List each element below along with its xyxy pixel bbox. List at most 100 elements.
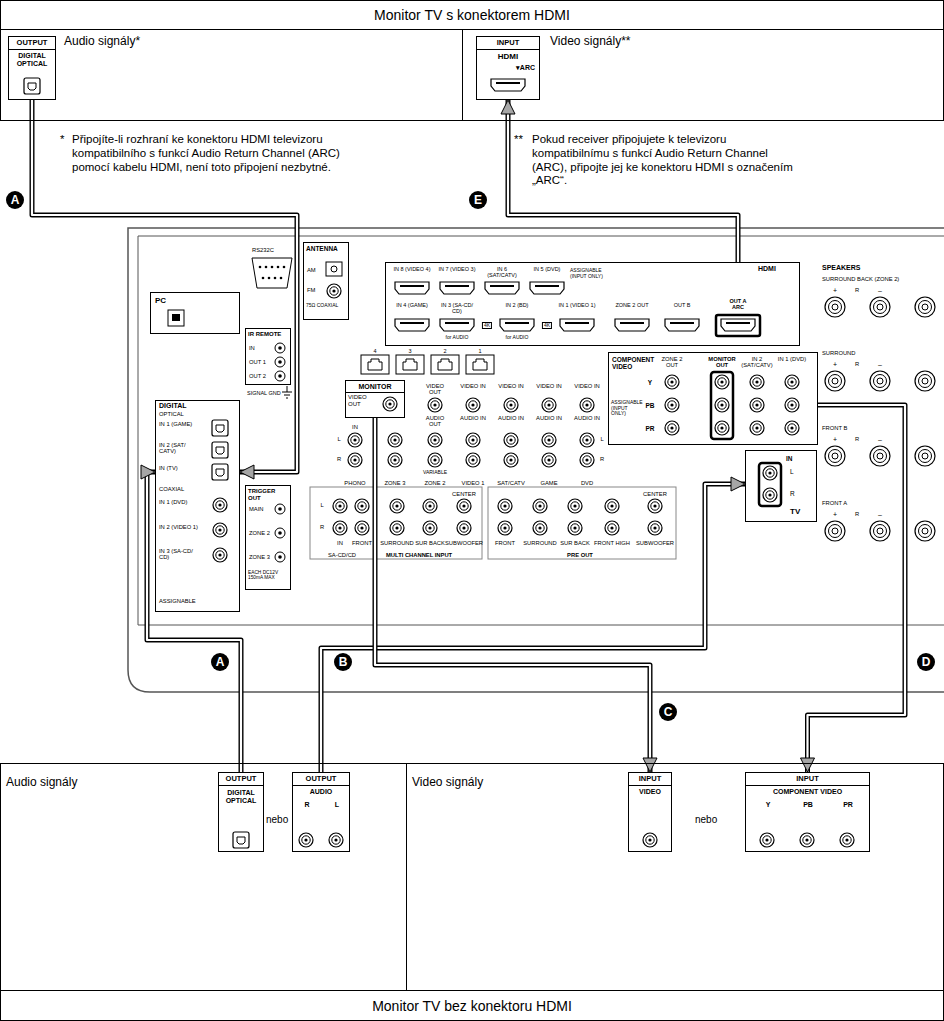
jack-label: R <box>320 524 324 530</box>
jack-label: ZONE 3 <box>249 554 270 560</box>
jack-drawing <box>759 463 781 506</box>
jack-label: VARIABLE <box>423 470 447 476</box>
jack-drawing <box>485 282 519 294</box>
jack-drawing <box>648 499 662 513</box>
terminal-group: ANTENNA <box>303 242 349 320</box>
jack-drawing <box>128 228 944 692</box>
audio-cell: Audio signály* OUTPUTDIGITAL OPTICAL <box>0 29 463 120</box>
jack-label: 1 <box>478 348 481 354</box>
jack-label: IN 4 (GAME) <box>392 302 432 308</box>
jack-label: ZONE 3 <box>385 480 406 486</box>
jack-drawing <box>326 262 342 276</box>
jack-drawing <box>280 277 283 280</box>
jack-label: IN <box>337 540 343 546</box>
connector-panel-text: INPUT <box>477 37 539 50</box>
jack-label: 2 <box>443 348 446 354</box>
jack-label: IN 1 (DVD) <box>777 356 807 362</box>
jack-drawing <box>252 258 292 288</box>
jack-label: AUDIO IN <box>572 415 602 421</box>
jack-label: + <box>833 511 837 519</box>
jack-label: R <box>600 456 604 462</box>
jack-drawing <box>665 375 679 389</box>
connector-panel-text: INPUT <box>629 773 671 786</box>
jack-drawing <box>605 521 619 535</box>
video-cell-text: Video signály** <box>550 35 631 49</box>
jack-label: OPTICAL <box>159 411 184 417</box>
footnote-mark: * <box>60 133 64 146</box>
jack-drawing <box>390 521 404 535</box>
jack-drawing <box>763 466 777 480</box>
jack-drawing <box>213 548 227 562</box>
jack-drawing <box>466 398 480 412</box>
jack-label: ZONE 2 <box>425 480 446 486</box>
jack-drawing <box>711 372 733 439</box>
jack-label: IN 5 (DVD) <box>527 266 567 272</box>
jack-drawing <box>212 420 228 436</box>
jack-label: ASSIGNABLE (INPUT ONLY) <box>611 400 643 417</box>
jack-drawing <box>870 371 890 391</box>
jack-label: SURROUND <box>523 540 557 546</box>
jack-label: IN (TV) <box>159 465 178 471</box>
jack-drawing <box>825 446 845 466</box>
jack-label: IN <box>352 424 358 430</box>
jack-drawing <box>498 521 512 535</box>
jack-drawing <box>275 528 285 538</box>
jack-label: PRE OUT <box>567 552 593 558</box>
connector-panel-text: PB <box>798 801 818 809</box>
jack-label: OUT B <box>674 302 691 308</box>
jack-label: IN 2 (VIDEO 1) <box>159 524 201 530</box>
jack-drawing <box>355 521 369 535</box>
arrow-head <box>731 477 745 491</box>
jack-drawing <box>440 282 474 294</box>
jack-drawing <box>368 359 487 370</box>
jack-label: R <box>855 511 859 517</box>
jack-drawing <box>466 355 494 374</box>
jack-drawing <box>283 266 286 269</box>
jack-drawing <box>870 446 890 466</box>
jack-drawing <box>277 266 280 269</box>
jack-label: for AUDIO <box>446 335 469 341</box>
jack-drawing <box>259 266 262 269</box>
jack-label: IN 2 (BD) <box>497 302 537 308</box>
jack-drawing <box>533 499 547 513</box>
callout-letter: B <box>334 653 352 671</box>
jack-drawing <box>715 375 729 389</box>
tv-audio-group-text: TV <box>790 507 800 516</box>
jack-label: SURROUND BACK (ZONE 2) <box>822 276 899 282</box>
jack-label: SUR BACK <box>560 540 590 546</box>
jack-drawing <box>262 277 265 280</box>
jack-drawing <box>361 355 494 374</box>
jack-drawing <box>504 433 518 447</box>
jack-drawing <box>310 487 482 559</box>
monitor-group: MONITORVIDEO OUT <box>345 380 405 418</box>
video-cell: Video signály**INPUTHDMI▾ARC <box>464 29 943 120</box>
jack-drawing <box>275 343 285 353</box>
connector-panel: INPUTCOMPONENT VIDEOYPBPR <box>745 772 870 852</box>
jack-drawing <box>750 398 764 412</box>
jack-label: PB <box>645 402 654 409</box>
jack-label: SUBWOOFER <box>445 540 483 546</box>
jack-label: VIDEO IN <box>496 383 526 389</box>
connector-panel-text: HDMI <box>477 52 539 61</box>
footnote: Připojíte-li rozhraní ke konektoru HDMI … <box>72 133 340 174</box>
footnote: Pokud receiver připojujete k televizoru … <box>532 133 804 188</box>
connector-panel: OUTPUTDIGITAL OPTICAL <box>8 36 56 100</box>
cable <box>141 465 241 772</box>
jack-drawing <box>213 523 227 537</box>
monitor-group-text: MONITOR <box>346 381 404 393</box>
jack-drawing <box>327 284 341 298</box>
jack-drawing <box>665 319 699 331</box>
jack-drawing <box>530 282 564 294</box>
jack-drawing <box>457 499 471 513</box>
jack-label: + <box>833 436 837 444</box>
jack-drawing <box>721 319 755 331</box>
tv-plain-band-text: Monitor TV bez konektoru HDMI <box>1 990 943 1021</box>
audio-cell-text: nebo <box>266 814 288 826</box>
jack-drawing <box>915 521 935 541</box>
jack-drawing <box>915 297 935 317</box>
jack-label: PR <box>645 425 654 432</box>
audio-cell-text: Audio signály* <box>64 35 140 49</box>
jack-drawing <box>504 453 518 467</box>
jack-label: SPEAKERS <box>822 264 861 272</box>
jack-drawing <box>268 277 271 280</box>
